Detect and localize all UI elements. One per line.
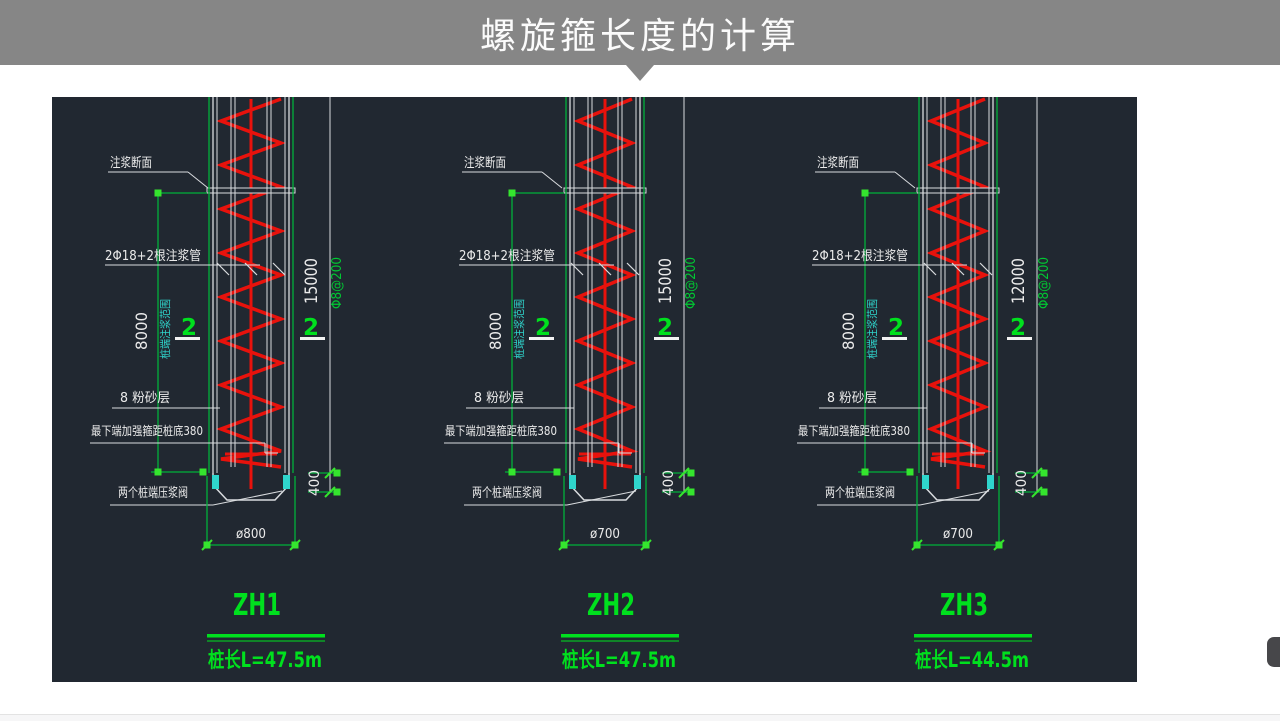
- dim-8000: 8000: [486, 312, 505, 350]
- label-silt-layer: 8 粉砂层: [474, 391, 524, 406]
- section-mark: 2: [657, 315, 673, 341]
- section-mark: 2: [1010, 315, 1026, 341]
- dim-diameter-ZH3: ø700: [943, 527, 973, 542]
- grout-section-band: [206, 187, 296, 194]
- grout-valve: [212, 475, 219, 489]
- label-spiral-spec: Φ8@200: [1037, 257, 1052, 309]
- label-grout-section: 注浆断面: [110, 156, 152, 171]
- dim-8000: 8000: [839, 312, 858, 350]
- dim-400: 400: [661, 470, 677, 496]
- label-bottom-hoop: 最下端加强箍距桩底380: [798, 423, 910, 438]
- dim-depth-ZH3: 12000: [1009, 258, 1029, 304]
- pile-length-ZH3: 桩长L=44.5m: [915, 648, 1029, 672]
- pile-title-ZH2: ZH2: [587, 588, 635, 623]
- spiral-stirrup: [926, 97, 992, 469]
- dim-depth-ZH1: 15000: [302, 258, 322, 304]
- section-mark: 2: [888, 315, 904, 341]
- pile-length-ZH1: 桩长L=47.5m: [208, 648, 322, 672]
- label-grout-range: 桩端注浆范围: [865, 299, 879, 359]
- bottom-strip: [0, 714, 1280, 721]
- cad-svg: 8000 桩端注浆范围 注浆断面 2Φ18+2根注浆管 8 粉砂层最下端加强箍距桩底38…: [90, 97, 1052, 672]
- section-mark: 2: [181, 315, 197, 341]
- dim-400: 400: [1014, 470, 1030, 496]
- cad-canvas: 8000 桩端注浆范围 注浆断面 2Φ18+2根注浆管 8 粉砂层最下端加强箍距桩底38…: [52, 97, 1137, 682]
- spiral-stirrup: [573, 97, 639, 469]
- edge-handle[interactable]: [1267, 637, 1280, 667]
- label-spiral-spec: Φ8@200: [684, 257, 699, 309]
- label-bottom-hoop: 最下端加强箍距桩底380: [445, 423, 557, 438]
- pile-length-ZH2: 桩长L=47.5m: [562, 648, 676, 672]
- grout-section-band: [916, 187, 1000, 194]
- label-silt-layer: 8 粉砂层: [120, 391, 170, 406]
- label-valve-note: 两个桩端压浆阀: [472, 486, 542, 501]
- grout-valve: [987, 475, 994, 489]
- grout-valve: [283, 475, 290, 489]
- pile-ZH1: 8000 桩端注浆范围 注浆断面 2Φ18+2根注浆管 8 粉砂层最下端加强箍距桩底38…: [90, 97, 345, 672]
- label-grout-range: 桩端注浆范围: [158, 299, 172, 359]
- label-grout-pipes: 2Φ18+2根注浆管: [459, 249, 555, 264]
- banner-arrow-icon: [626, 65, 654, 81]
- spiral-stirrup: [215, 97, 287, 469]
- dim-depth-ZH2: 15000: [656, 258, 676, 304]
- pile-title-ZH1: ZH1: [233, 588, 281, 623]
- label-silt-layer: 8 粉砂层: [827, 391, 877, 406]
- label-grout-section: 注浆断面: [464, 156, 506, 171]
- label-bottom-hoop: 最下端加强箍距桩底380: [91, 423, 203, 438]
- label-grout-pipes: 2Φ18+2根注浆管: [812, 249, 908, 264]
- section-mark: 2: [303, 315, 319, 341]
- label-grout-section: 注浆断面: [817, 156, 859, 171]
- grout-valve: [634, 475, 641, 489]
- dim-400: 400: [307, 470, 323, 496]
- banner-title: 螺旋箍长度的计算: [479, 15, 800, 57]
- grout-valve: [922, 475, 929, 489]
- label-grout-range: 桩端注浆范围: [512, 299, 526, 359]
- label-valve-note: 两个桩端压浆阀: [825, 486, 895, 501]
- grout-section-band: [563, 187, 647, 194]
- section-mark: 2: [535, 315, 551, 341]
- grout-valve: [569, 475, 576, 489]
- dim-diameter-ZH1: ø800: [236, 527, 266, 542]
- label-spiral-spec: Φ8@200: [330, 257, 345, 309]
- pile-ZH3: 8000 桩端注浆范围 注浆断面 2Φ18+2根注浆管 8 粉砂层最下端加强箍距桩底38…: [797, 97, 1052, 672]
- pile-ZH2: 8000 桩端注浆范围 注浆断面 2Φ18+2根注浆管 8 粉砂层最下端加强箍距桩底38…: [444, 97, 699, 672]
- label-grout-pipes: 2Φ18+2根注浆管: [105, 249, 201, 264]
- title-banner: 螺旋箍长度的计算: [0, 0, 1280, 65]
- dim-diameter-ZH2: ø700: [590, 527, 620, 542]
- dim-8000: 8000: [132, 312, 151, 350]
- label-valve-note: 两个桩端压浆阀: [118, 486, 188, 501]
- pile-title-ZH3: ZH3: [940, 588, 988, 623]
